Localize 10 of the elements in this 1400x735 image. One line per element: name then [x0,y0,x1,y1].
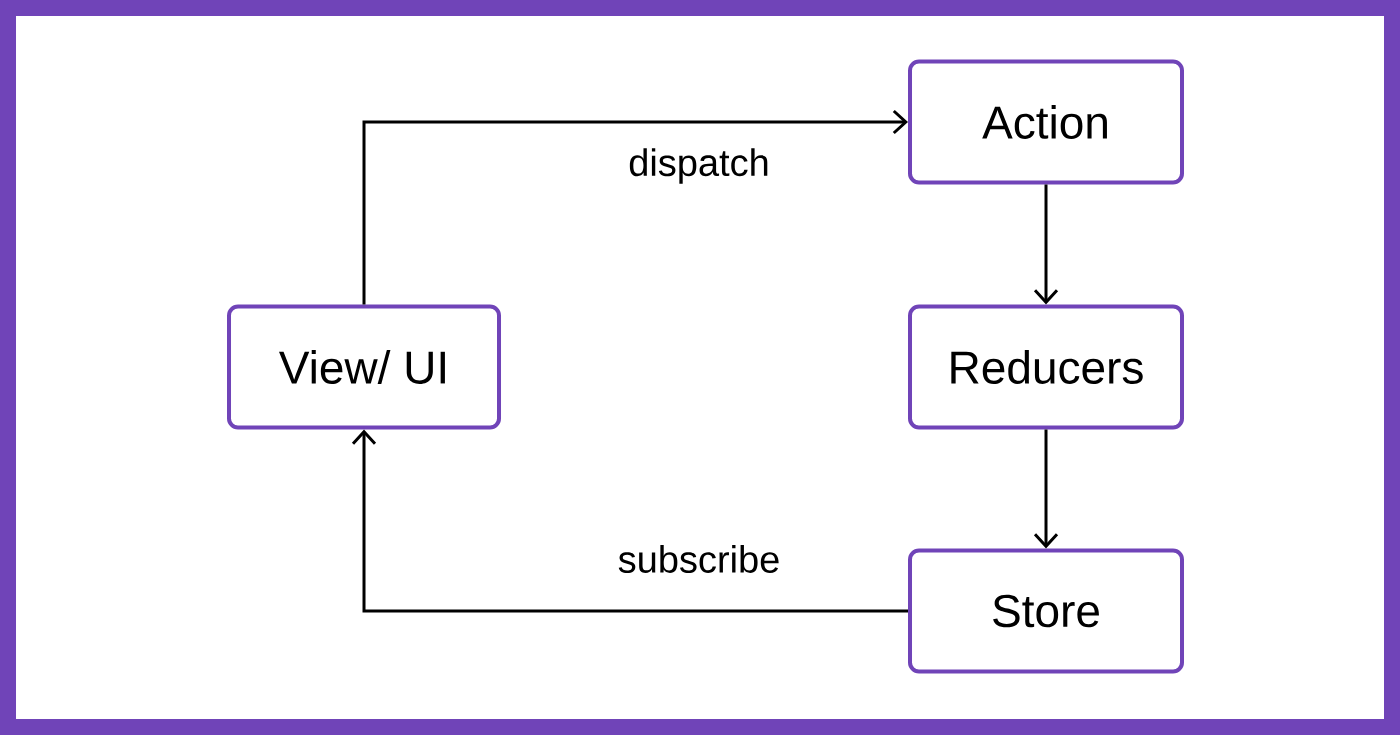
process-box: Action [908,59,1184,185]
process-box: View/ UI [227,304,501,430]
edge-label: dispatch [626,146,772,186]
edge-label: subscribe [615,543,783,575]
arrow [1033,429,1059,549]
process-box: Store [908,548,1184,674]
arrow [362,109,908,305]
arrow [351,429,908,613]
process-box: Reducers [908,304,1184,430]
arrow [1033,184,1059,305]
